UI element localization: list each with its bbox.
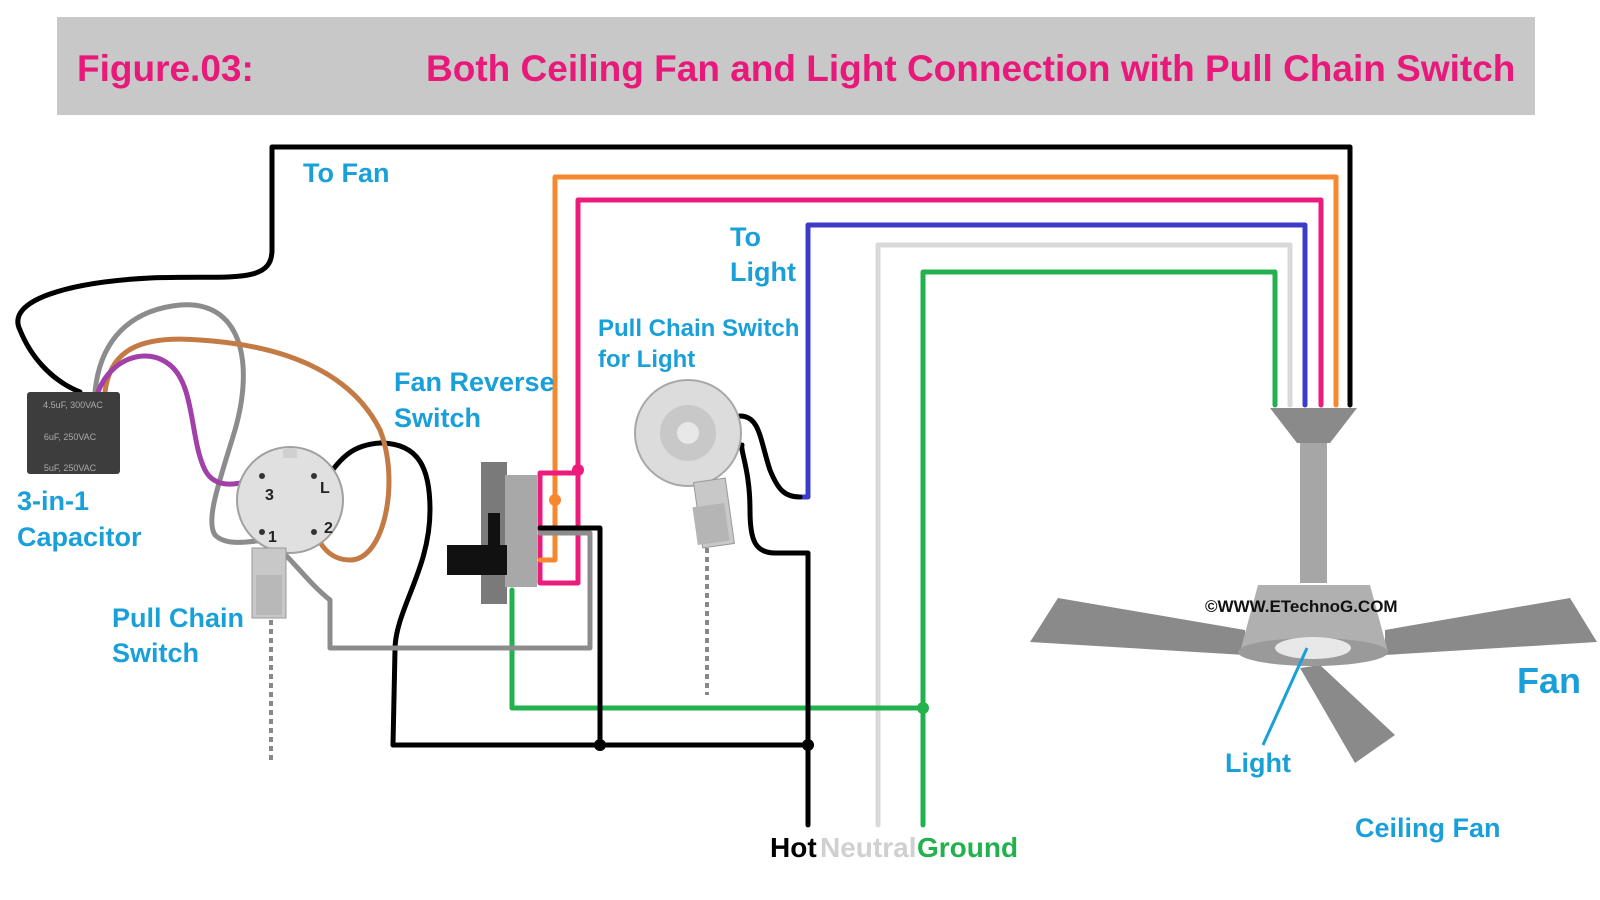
capacitor-rating-1: 4.5uF, 300VAC — [43, 400, 103, 410]
terminal-1: 1 — [268, 529, 277, 546]
label-fan: Fan — [1517, 660, 1581, 701]
label-to-light-1: To — [730, 222, 761, 252]
fan-switch-knurl — [256, 575, 282, 615]
label-pull-chain-2: Switch — [112, 638, 199, 668]
reverse-switch-lever-post — [488, 513, 500, 575]
junction-dot-hot-2 — [802, 739, 814, 751]
label-capacitor-1: 3-in-1 — [17, 486, 89, 516]
capacitor-rating-2: 6uF, 250VAC — [44, 432, 97, 442]
fan-blade-left — [1030, 598, 1245, 655]
wire-brown-capacitor — [102, 336, 392, 563]
fan-downrod — [1300, 443, 1327, 583]
label-capacitor-2: Capacitor — [17, 522, 142, 552]
wire-hot-main — [739, 442, 811, 828]
label-to-fan: To Fan — [303, 158, 389, 188]
terminal-3: 3 — [265, 487, 274, 504]
junction-dot-hot-1 — [594, 739, 606, 751]
reverse-switch-body — [505, 475, 537, 587]
wire-black-to-reverse — [537, 525, 603, 748]
supply-hot: Hot — [770, 832, 817, 863]
fan-motor-housing — [1240, 585, 1388, 652]
supply-neutral: Neutral — [820, 832, 916, 863]
label-ceiling-fan: Ceiling Fan — [1355, 813, 1501, 843]
wire-blue-to-light — [797, 222, 1308, 500]
junction-dot-ground — [917, 702, 929, 714]
fan-reverse-switch — [447, 462, 537, 604]
terminal-L: L — [320, 480, 330, 497]
capacitor: 4.5uF, 300VAC 6uF, 250VAC 5uF, 250VAC — [27, 392, 120, 474]
wire-gray-capacitor — [92, 302, 593, 651]
wire-pink-to-fan — [575, 197, 1324, 473]
ceiling-fan — [1030, 408, 1597, 763]
wire-ground-branch — [509, 587, 926, 711]
fan-switch-tab — [283, 448, 297, 458]
fan-blade-right — [1385, 598, 1597, 655]
fan-light-bulb — [1275, 637, 1351, 659]
label-fan-reverse-1: Fan Reverse — [394, 367, 555, 397]
fan-blade-bottom — [1300, 665, 1395, 763]
light-switch-center — [677, 422, 699, 444]
junction-dot-orange — [549, 494, 561, 506]
capacitor-rating-3: 5uF, 250VAC — [44, 463, 97, 473]
fan-switch-body — [236, 446, 344, 554]
wire-pink-loop — [537, 467, 581, 586]
label-light: Light — [1225, 748, 1291, 778]
wire-orange-short — [537, 497, 558, 563]
wire-purple-capacitor — [95, 353, 268, 487]
capacitor-body — [27, 392, 120, 474]
title-banner — [57, 17, 1535, 115]
watermark: ©WWW.ETechnoG.COM — [1205, 597, 1398, 616]
light-pointer-line — [1261, 647, 1309, 746]
junction-dot-pink — [572, 464, 584, 476]
wire-black-to-fan — [15, 144, 1353, 408]
label-fan-reverse-2: Switch — [394, 403, 481, 433]
light-switch-knurl — [692, 502, 730, 546]
supply-ground: Ground — [917, 832, 1018, 863]
wire-orange-to-fan — [552, 174, 1339, 503]
label-pull-chain-1: Pull Chain — [112, 603, 244, 633]
light-pull-chain-switch — [634, 379, 742, 695]
figure-label: Figure.03: — [77, 48, 254, 89]
fan-canopy — [1270, 408, 1357, 443]
wire-ground — [920, 269, 1278, 828]
wire-light-switch-black — [737, 413, 803, 500]
wire-black-to-L — [322, 440, 433, 748]
fan-pull-chain-switch: 3 L 1 2 — [236, 446, 344, 760]
label-to-light-2: Light — [730, 257, 796, 287]
label-pull-chain-light-1: Pull Chain Switch — [598, 315, 799, 342]
figure-title: Both Ceiling Fan and Light Connection wi… — [426, 48, 1516, 89]
label-pull-chain-light-2: for Light — [598, 346, 695, 373]
wire-neutral — [875, 242, 1293, 828]
terminal-2: 2 — [324, 520, 333, 537]
